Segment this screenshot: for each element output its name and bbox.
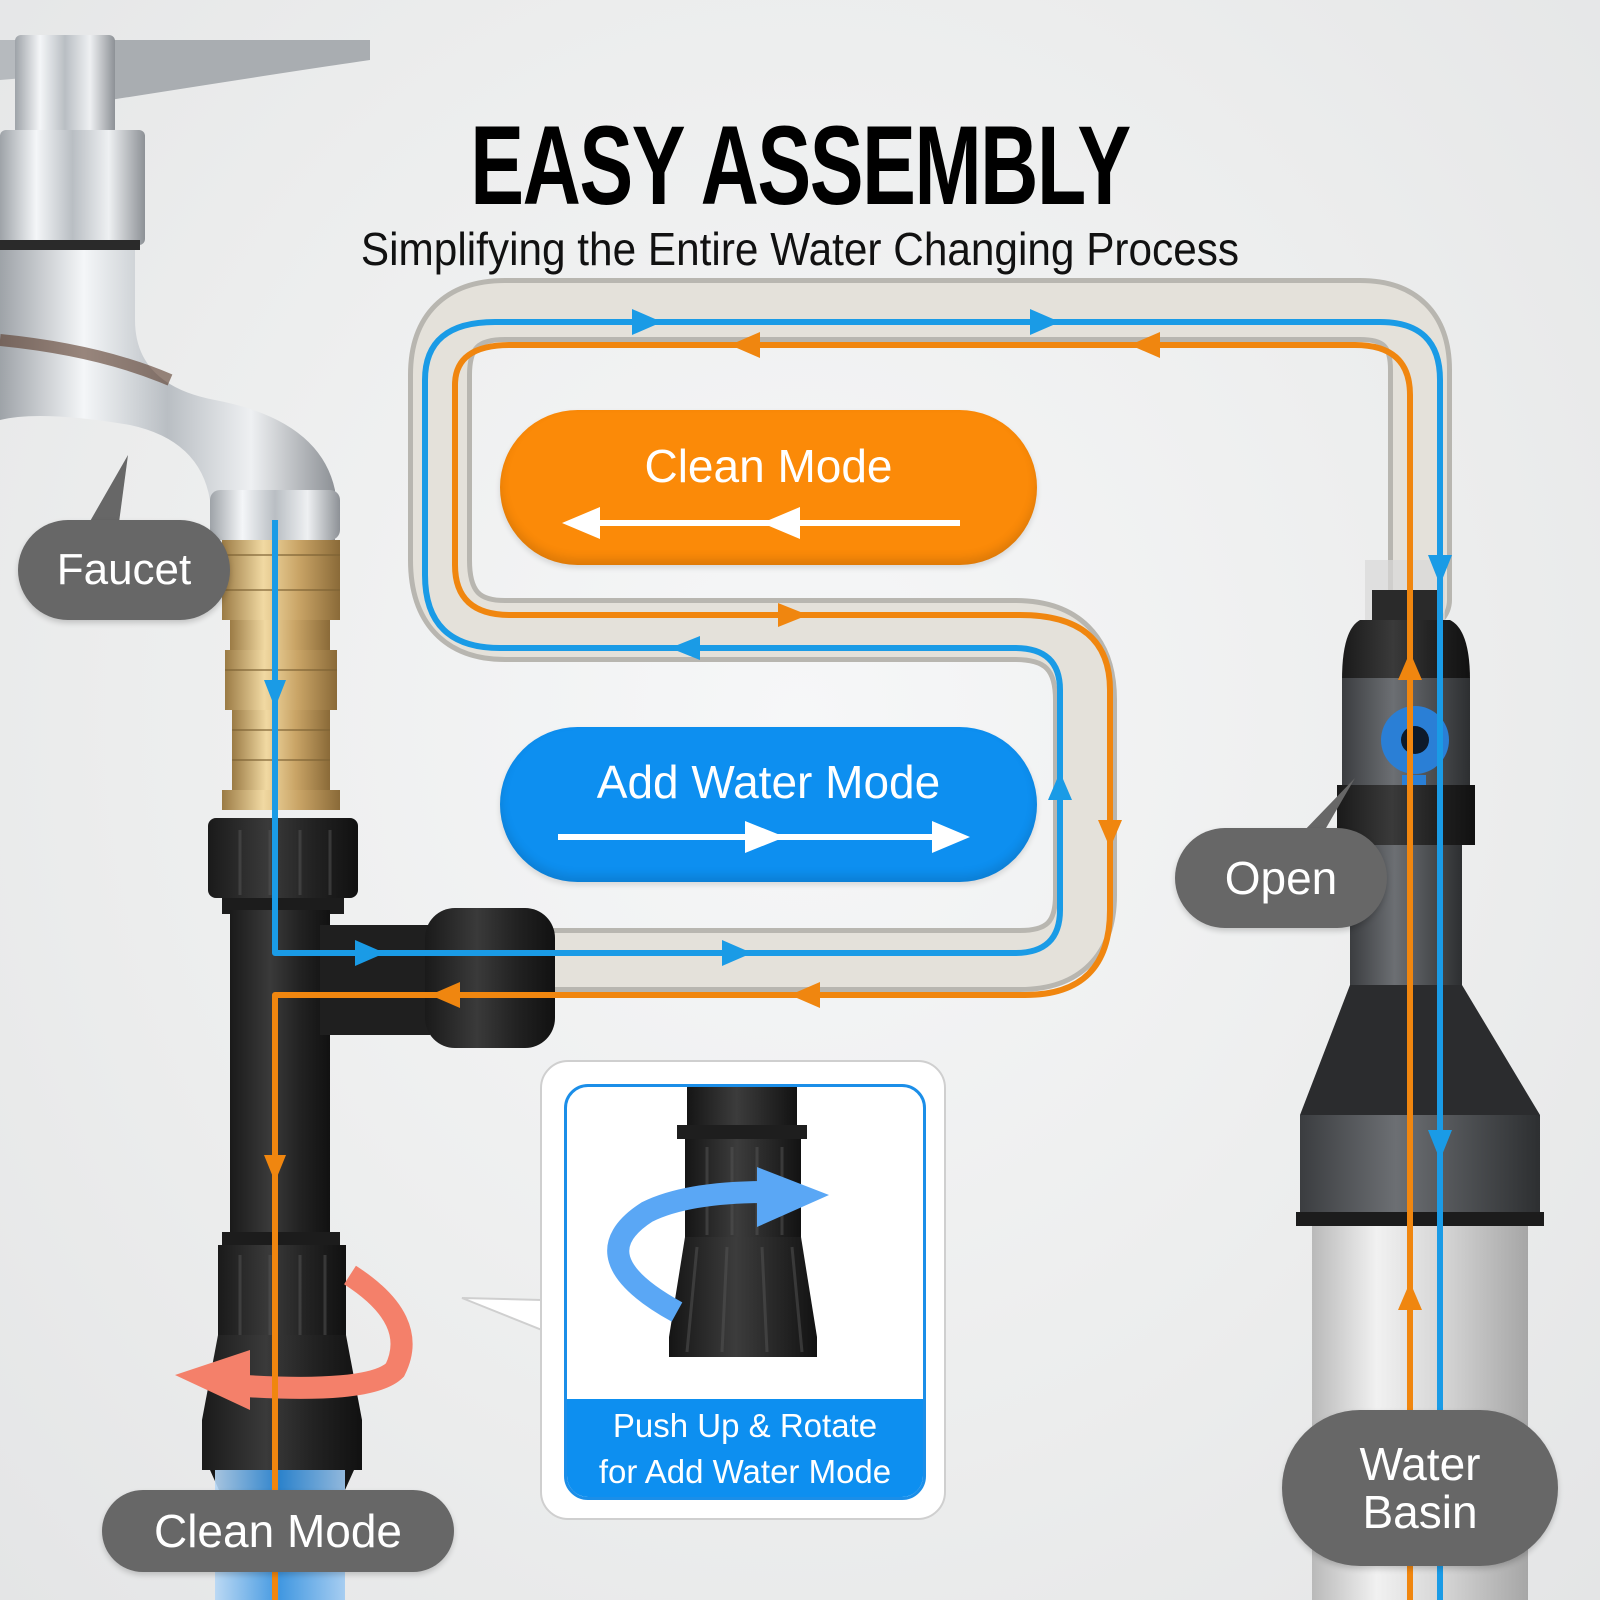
rotate-instruction-panel: Push Up & Rotate for Add Water Mode — [564, 1084, 926, 1500]
add-water-arrowheads — [264, 309, 1452, 1160]
rotate-arrow-icon — [175, 1265, 413, 1410]
clean-mode-badge: Clean Mode — [500, 410, 1037, 565]
water-basin-callout: Water Basin — [1282, 1410, 1558, 1566]
clean-arrowheads — [264, 332, 1422, 1310]
caption-line-1: Push Up & Rotate — [612, 1407, 878, 1444]
arrow-right-icon — [558, 821, 970, 853]
inset-pointer — [461, 1297, 543, 1332]
clean-mode-label: Clean Mode — [644, 440, 893, 492]
open-callout: Open — [1175, 828, 1387, 928]
rotate-instruction-card: Push Up & Rotate for Add Water Mode — [540, 1060, 946, 1520]
brass-connector — [222, 540, 340, 810]
t-valve — [202, 818, 555, 1490]
water-basin-label: Water Basin — [1359, 1437, 1481, 1538]
page-subtitle: Simplifying the Entire Water Changing Pr… — [360, 223, 1240, 275]
arrow-left-icon — [562, 507, 960, 539]
rotate-instruction-caption: Push Up & Rotate for Add Water Mode — [567, 1399, 923, 1497]
valve-closeup — [607, 1087, 829, 1357]
rotate-clockwise-arrow-icon — [607, 1181, 768, 1322]
hose — [408, 278, 1452, 992]
faucet-icon — [0, 35, 370, 540]
caption-line-2: for Add Water Mode — [598, 1453, 892, 1490]
add-water-mode-badge: Add Water Mode — [500, 727, 1037, 882]
add-water-flow-line — [272, 319, 1443, 1600]
clean-mode-callout: Clean Mode — [102, 1490, 454, 1572]
faucet-callout: Faucet — [18, 520, 230, 620]
faucet-callout-tail — [85, 455, 128, 530]
clean-flow-line — [272, 342, 1413, 1600]
add-water-mode-label: Add Water Mode — [596, 756, 941, 808]
page-title: EASY ASSEMBLY — [470, 103, 1131, 228]
open-callout-tail — [1300, 778, 1355, 835]
